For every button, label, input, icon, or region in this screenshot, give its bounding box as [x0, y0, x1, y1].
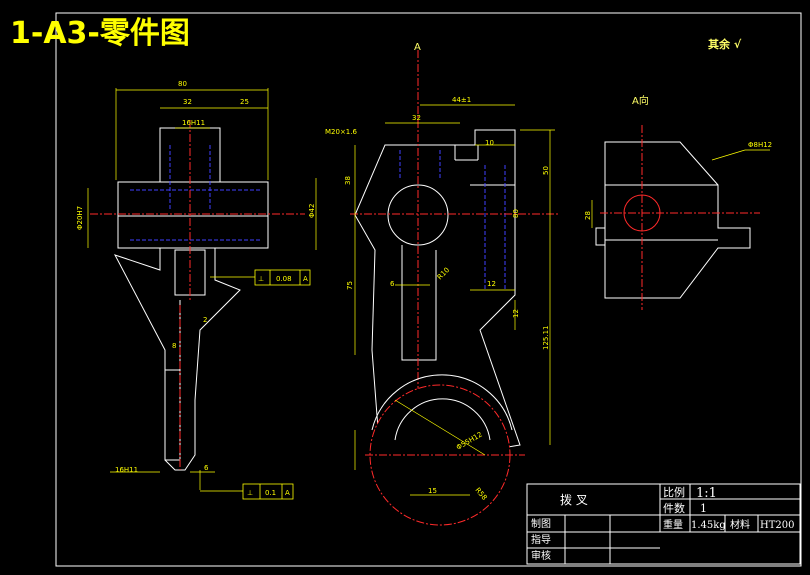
tolerance-frame-2: ⊥ 0.1 A: [200, 483, 294, 500]
dim-phi8: Φ8H12: [748, 141, 772, 149]
svg-text:⊥: ⊥: [247, 489, 253, 497]
right-view: [595, 141, 751, 299]
right-view-dims: [591, 149, 770, 228]
svg-text:0.1: 0.1: [265, 489, 276, 497]
title-block-qty-value: 1: [700, 502, 707, 515]
dim-8: 8: [172, 342, 176, 350]
center-view-dims: [354, 104, 555, 496]
right-view-centers: [600, 125, 760, 310]
dim-50: 50: [542, 166, 550, 175]
dim-6: 6: [204, 464, 209, 472]
sheet-title: 1-A3-零件图: [10, 16, 190, 51]
dim-38: 38: [344, 176, 352, 185]
title-block-weight-value: 1.45kg: [691, 520, 726, 531]
title-block-scale-value: 1:1: [696, 486, 717, 501]
tolerance-frame-1: ⊥ 0.08 A: [210, 269, 311, 286]
dim-phi42: Φ42: [308, 204, 316, 218]
dim-12-a: 12: [487, 280, 496, 288]
dim-32: 32: [183, 98, 192, 106]
drawing-frame: [55, 12, 802, 567]
dim-28: 28: [584, 211, 592, 220]
left-view-dims: [87, 88, 317, 490]
dim-80-v: 80: [512, 209, 520, 218]
center-view-centers: [350, 50, 560, 526]
dim-m20: M20×1.6: [325, 128, 357, 136]
title-block-drawn-label: 制图: [531, 517, 551, 530]
dim-44: 44±1: [452, 96, 471, 104]
dim-2: 2: [203, 316, 207, 324]
dim-6-center: 6: [390, 280, 395, 288]
title-block-weight-label: 重量: [663, 518, 683, 531]
title-block-material-label: 材料: [730, 518, 750, 531]
section-label-a: A: [414, 42, 421, 53]
dim-32-b: 32: [412, 114, 421, 122]
svg-text:A: A: [285, 489, 290, 497]
surface-finish-note: 其余 √: [708, 38, 742, 51]
title-block-qty-label: 件数: [663, 502, 685, 515]
dim-25: 25: [240, 98, 249, 106]
center-view-arc: [371, 374, 513, 441]
title-block-scale-label: 比例: [663, 485, 685, 499]
svg-text:0.08: 0.08: [276, 275, 292, 283]
left-view-hidden: [130, 145, 260, 241]
dim-125: 125.11: [542, 326, 550, 351]
view-label-a-direction: A向: [632, 94, 649, 107]
dim-16h11: 16H11: [182, 119, 205, 127]
dim-12-b: 12: [512, 309, 520, 318]
title-block-review-label: 审核: [531, 549, 551, 562]
svg-text:A: A: [303, 275, 308, 283]
dim-10: 10: [485, 139, 494, 147]
dim-75: 75: [346, 281, 354, 290]
dim-r10: R10: [436, 266, 451, 281]
svg-text:⊥: ⊥: [258, 275, 264, 283]
title-block-part-name: 拨 叉: [560, 493, 588, 507]
title-block-material-value: HT200: [760, 520, 794, 531]
dim-80: 80: [178, 80, 187, 88]
left-view-centers: [90, 120, 305, 470]
dim-15: 15: [428, 487, 437, 495]
dim-phi20: Φ20H7: [76, 206, 84, 230]
center-view: [354, 129, 521, 456]
dim-16h11-b: 16H11: [115, 466, 138, 474]
title-block: [526, 483, 801, 565]
left-view: [113, 127, 269, 471]
center-view-hidden: [399, 150, 506, 290]
title-block-guide-label: 指导: [531, 533, 551, 546]
